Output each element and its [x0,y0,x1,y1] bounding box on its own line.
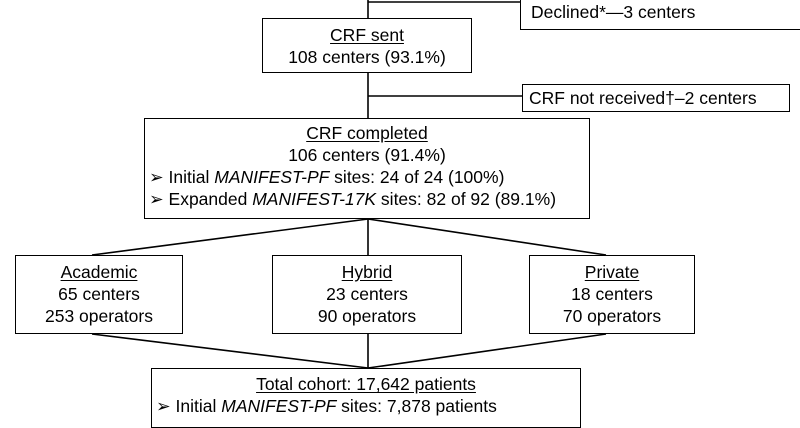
connector-to-private [367,218,607,256]
total-cohort-box: Total cohort: 17,642 patients ➢ Initial … [151,368,581,428]
academic-title: Academic [60,262,138,282]
crf-completed-box: CRF completed 106 centers (91.4%) ➢ Init… [144,118,590,219]
crf-not-received-text: CRF not received†–2 centers [529,88,757,108]
crf-completed-title: CRF completed [306,123,428,143]
connector-private-to-total [367,333,607,369]
hybrid-operators: 90 operators [317,306,417,326]
private-title: Private [584,262,640,282]
academic-box: Academic 65 centers 253 operators [15,255,183,334]
total-cohort-title: Total cohort: 17,642 patients [256,374,476,394]
crf-not-received-box: CRF not received†–2 centers [522,84,790,112]
crf-completed-bullet-expanded: ➢ Expanded MANIFEST-17K sites: 82 of 92 … [149,189,557,209]
academic-operators: 253 operators [45,306,153,326]
crf-completed-count: 106 centers (91.4%) [288,145,446,165]
declined-text: Declined*—3 centers [531,2,696,22]
hybrid-title: Hybrid [341,262,393,282]
hybrid-box: Hybrid 23 centers 90 operators [272,255,462,334]
academic-centers: 65 centers [58,284,140,304]
connector-to-academic [91,218,369,256]
crf-sent-box: CRF sent 108 centers (93.1%) [262,18,472,73]
total-cohort-bullet-initial: ➢ Initial MANIFEST-PF sites: 7,878 patie… [156,396,497,416]
hybrid-centers: 23 centers [326,284,408,304]
connector-academic-to-total [91,333,369,369]
connector-lines [91,0,607,369]
private-box: Private 18 centers 70 operators [529,255,695,334]
crf-sent-count: 108 centers (93.1%) [288,47,446,67]
declined-box: Declined*—3 centers [520,0,800,30]
crf-sent-title: CRF sent [330,25,404,45]
private-operators: 70 operators [562,306,662,326]
private-centers: 18 centers [571,284,653,304]
crf-completed-bullet-initial: ➢ Initial MANIFEST-PF sites: 24 of 24 (1… [149,167,505,187]
